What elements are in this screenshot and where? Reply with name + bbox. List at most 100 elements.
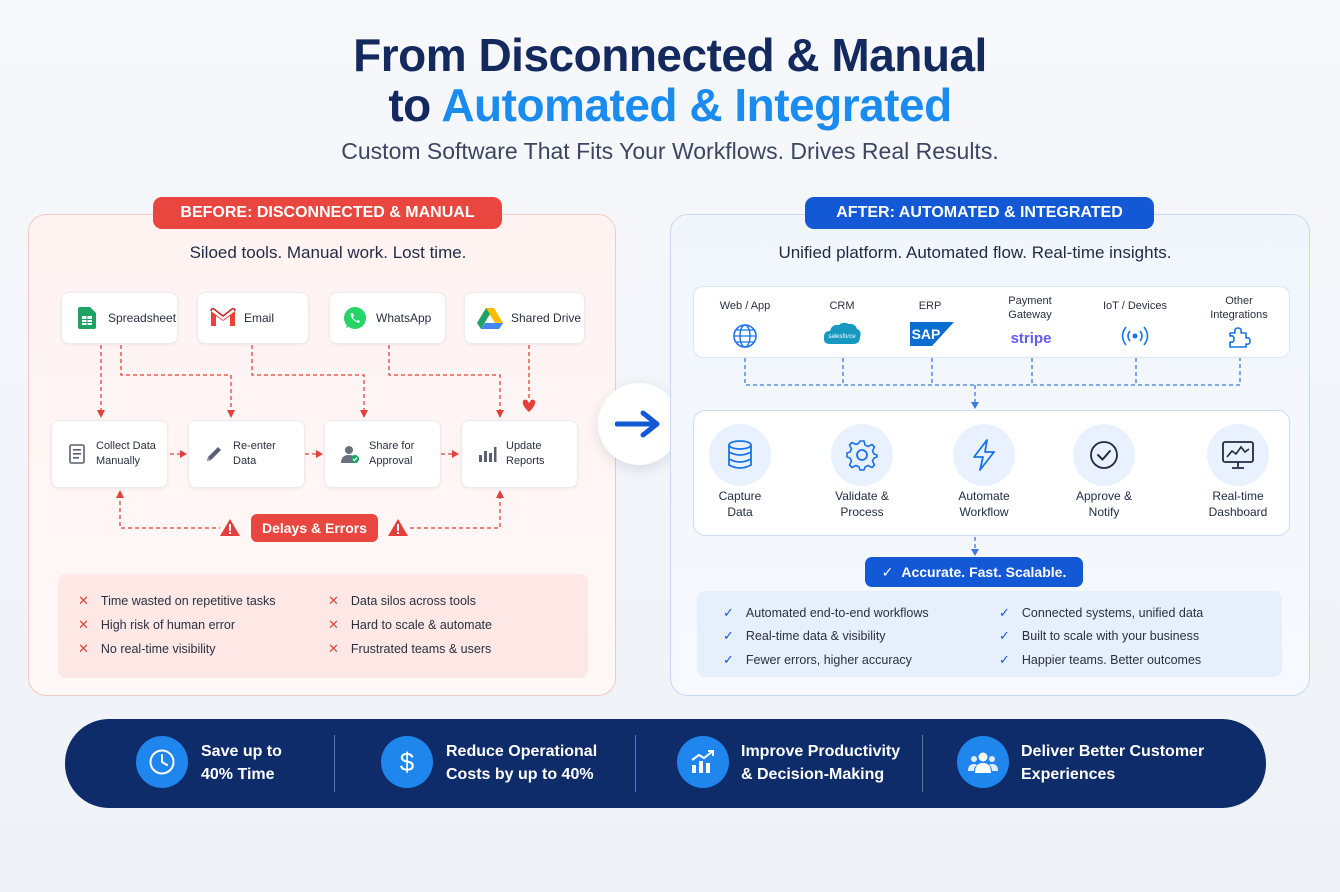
process-automate (953, 424, 1015, 486)
team-icon (968, 752, 998, 773)
warning-icon-left (220, 519, 240, 536)
before-tagline: Siloed tools. Manual work. Lost time. (189, 243, 467, 262)
divider (635, 735, 636, 792)
source-whatsapp: WhatsApp (329, 292, 446, 344)
process-label: Validate &Process (835, 489, 889, 519)
delays-errors-badge: Delays & Errors (251, 514, 378, 542)
lightning-icon (973, 439, 995, 471)
check-icon: ✓ (723, 605, 734, 620)
check-circle-icon (1090, 441, 1118, 469)
con-item: ✕Time wasted on repetitive tasks (78, 593, 276, 608)
process-dashboard (1207, 424, 1269, 486)
process-approve (1073, 424, 1135, 486)
accurate-fast-scalable-badge: ✓ Accurate. Fast. Scalable. (865, 557, 1083, 587)
transition-arrow (598, 383, 680, 465)
title-prefix: to (388, 79, 431, 131)
cross-icon: ✕ (328, 641, 339, 656)
user-icon (339, 443, 361, 465)
pencil-icon (203, 443, 225, 465)
before-badge: BEFORE: DISCONNECTED & MANUAL (153, 197, 502, 229)
pro-item: ✓Connected systems, unified data (999, 605, 1204, 620)
check-icon: ✓ (881, 563, 894, 580)
cross-icon: ✕ (78, 617, 89, 632)
svg-text:SAP: SAP (912, 326, 941, 342)
spreadsheet-icon (74, 305, 100, 331)
clock-icon (149, 749, 175, 775)
source-label: Email (244, 311, 275, 325)
bar-chart-icon (476, 443, 498, 465)
cons-list (58, 574, 588, 678)
process-validate (831, 424, 893, 486)
check-icon: ✓ (999, 652, 1010, 667)
pro-item: ✓Automated end-to-end workflows (723, 605, 929, 620)
title-line-2: to Automated & Integrated (0, 78, 1340, 132)
divider (922, 735, 923, 792)
benefit-productivity (677, 736, 729, 788)
con-item: ✕High risk of human error (78, 617, 235, 632)
step-line2: Reports (506, 455, 545, 467)
sap-icon: SAP (910, 322, 954, 346)
con-item: ✕Hard to scale & automate (328, 617, 492, 632)
integration-web-app: Web / App (719, 300, 771, 312)
warning-icon-right (388, 519, 408, 536)
title-accent: Automated & Integrated (441, 79, 952, 131)
step-line1: Collect Data (96, 440, 156, 452)
cross-icon: ✕ (78, 593, 89, 608)
dashboard-icon (1222, 441, 1254, 469)
con-item: ✕Data silos across tools (328, 593, 476, 608)
stripe-icon: stripe (1008, 328, 1054, 348)
benefit-text: Improve Productivity& Decision-Making (741, 743, 901, 783)
after-badge: AFTER: AUTOMATED & INTEGRATED (805, 197, 1154, 229)
gear-icon (846, 440, 878, 471)
whatsapp-icon (342, 305, 368, 331)
divider (334, 735, 335, 792)
source-label: WhatsApp (376, 311, 432, 325)
growth-chart-icon (691, 750, 714, 773)
globe-icon (731, 322, 759, 350)
pro-item: ✓Built to scale with your business (999, 628, 1200, 643)
step-line1: Re-enter (233, 440, 276, 452)
pro-item: ✓Happier teams. Better outcomes (999, 652, 1202, 667)
pro-item: ✓Fewer errors, higher accuracy (723, 652, 912, 667)
title-line-1: From Disconnected & Manual (353, 29, 987, 81)
integration-iot: IoT / Devices (1103, 300, 1167, 312)
cross-icon: ✕ (78, 641, 89, 656)
svg-text:$: $ (400, 747, 415, 777)
benefits-bar (65, 719, 1266, 808)
salesforce-icon: salesforce (822, 320, 862, 348)
svg-text:salesforce: salesforce (828, 334, 856, 340)
source-email: Email (197, 292, 309, 344)
source-shared-drive: Shared Drive (464, 292, 585, 344)
puzzle-icon (1226, 324, 1252, 350)
step-line1: Share for (369, 440, 415, 452)
step-line2: Approval (369, 455, 413, 467)
svg-text:stripe: stripe (1011, 330, 1052, 347)
check-icon: ✓ (723, 628, 734, 643)
process-capture (709, 424, 771, 486)
gmail-icon (210, 305, 236, 331)
dollar-icon: $ (400, 747, 415, 777)
source-spreadsheet: Spreadsheet (61, 292, 178, 344)
step-line2: Data (233, 455, 257, 467)
signal-icon (1120, 322, 1150, 350)
step-line1: Update (506, 440, 542, 452)
cross-icon: ✕ (328, 617, 339, 632)
source-label: Shared Drive (511, 311, 582, 325)
database-icon (728, 440, 752, 469)
benefit-cost: $ (381, 736, 433, 788)
after-tagline: Unified platform. Automated flow. Real-t… (778, 243, 1172, 262)
drive-icon (477, 305, 503, 331)
integration-crm: CRM (829, 300, 855, 312)
